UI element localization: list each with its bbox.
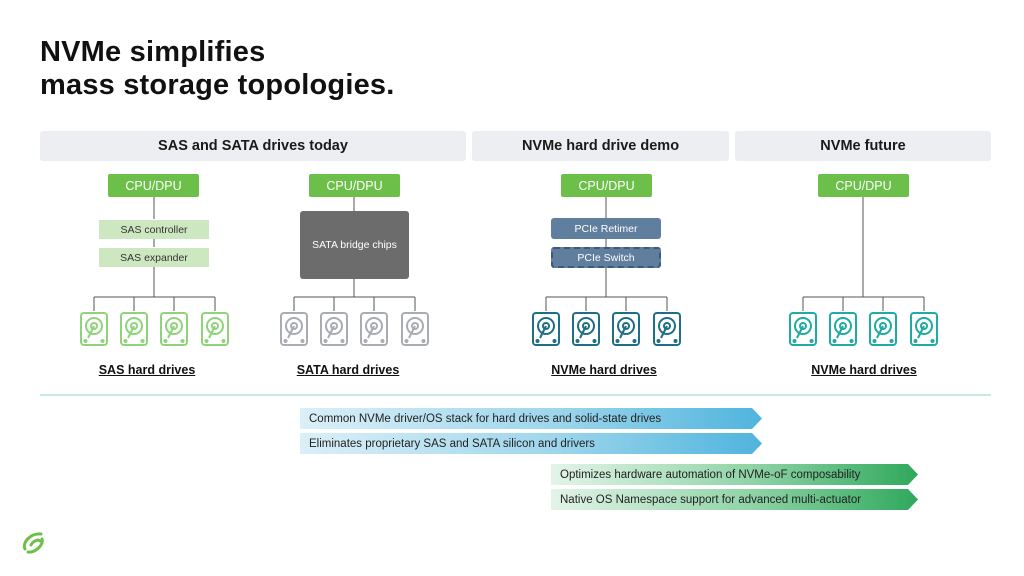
- header-sas-sata: SAS and SATA drives today: [40, 131, 466, 161]
- label-sas-hard-drives: SAS hard drives: [98, 363, 196, 377]
- cpu-dpu-sata: CPU/DPU: [309, 174, 400, 197]
- hard-drive-icon: [401, 312, 429, 346]
- hard-drive-icon: [160, 312, 188, 346]
- hard-drive-icon: [360, 312, 388, 346]
- title-line-1: NVMe simplifies: [40, 36, 266, 68]
- cpu-dpu-nvme-demo: CPU/DPU: [561, 174, 652, 197]
- benefit-banner-nvme-of: Optimizes hardware automation of NVMe-oF…: [551, 464, 918, 485]
- label-nvme-future-drives: NVMe hard drives: [811, 363, 917, 377]
- hard-drive-icon: [320, 312, 348, 346]
- label-nvme-demo-drives: NVMe hard drives: [551, 363, 657, 377]
- hard-drive-icon: [280, 312, 308, 346]
- title-line-2: mass storage topologies.: [40, 69, 395, 101]
- hard-drive-icon: [869, 312, 897, 346]
- sata-bridge-chips: SATA bridge chips: [300, 211, 409, 279]
- cpu-dpu-sas: CPU/DPU: [108, 174, 199, 197]
- hard-drive-icon: [201, 312, 229, 346]
- hard-drive-icon: [612, 312, 640, 346]
- hard-drive-icon: [789, 312, 817, 346]
- page-title: NVMe simplifies mass storage topologies.: [40, 36, 395, 102]
- hard-drive-icon: [120, 312, 148, 346]
- benefit-banner-common-stack: Common NVMe driver/OS stack for hard dri…: [300, 408, 762, 429]
- sas-controller: SAS controller: [99, 220, 209, 239]
- pcie-retimer: PCIe Retimer: [551, 218, 661, 239]
- benefit-banner-eliminates-silicon: Eliminates proprietary SAS and SATA sili…: [300, 433, 762, 454]
- hard-drive-icon: [829, 312, 857, 346]
- hard-drive-icon: [80, 312, 108, 346]
- pcie-switch: PCIe Switch: [551, 247, 661, 268]
- hard-drive-icon: [572, 312, 600, 346]
- sas-expander: SAS expander: [99, 248, 209, 267]
- label-sata-hard-drives: SATA hard drives: [296, 363, 400, 377]
- seagate-logo-icon: [22, 532, 44, 554]
- header-nvme-demo: NVMe hard drive demo: [472, 131, 729, 161]
- cpu-dpu-nvme-future: CPU/DPU: [818, 174, 909, 197]
- benefit-banner-namespace: Native OS Namespace support for advanced…: [551, 489, 918, 510]
- header-nvme-future: NVMe future: [735, 131, 991, 161]
- hard-drive-icon: [653, 312, 681, 346]
- hard-drive-icon: [910, 312, 938, 346]
- hard-drive-icon: [532, 312, 560, 346]
